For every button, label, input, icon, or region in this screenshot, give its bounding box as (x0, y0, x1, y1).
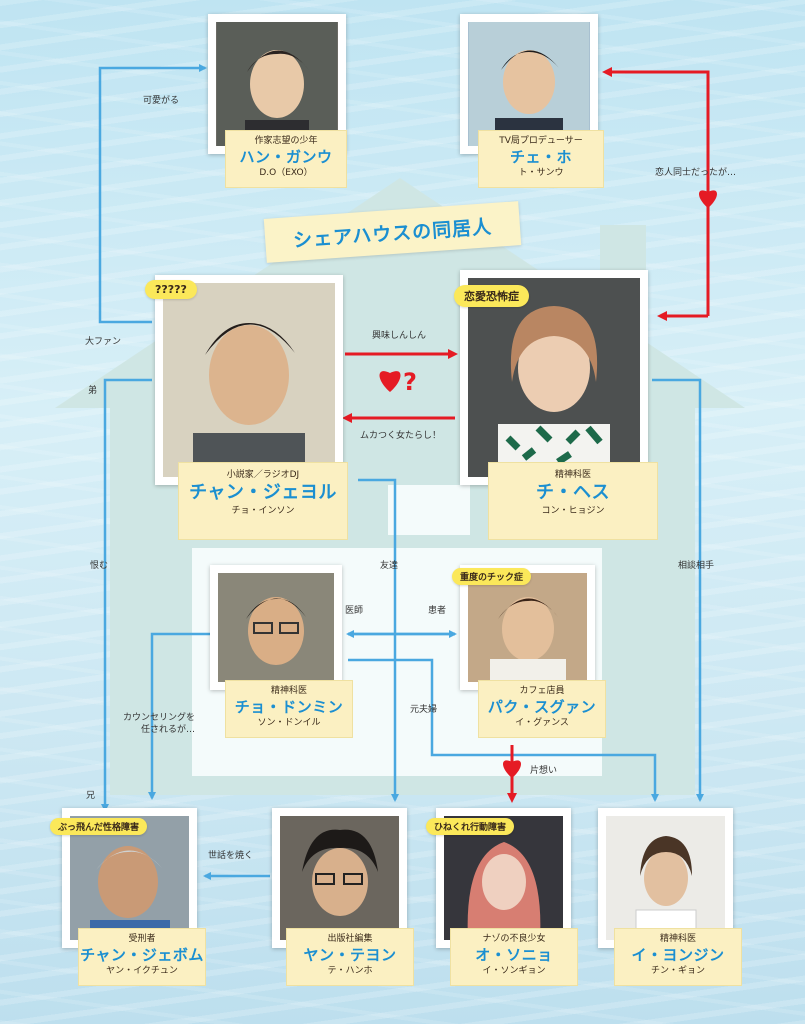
character-photo (468, 573, 587, 682)
character-name: チャン・ジェボム (80, 946, 204, 964)
character-name: オ・ソニョ (475, 946, 553, 964)
relation-label: 相談相手 (678, 561, 715, 571)
relation-label: 大ファン (85, 337, 122, 347)
character-card-taeyong (272, 808, 407, 948)
character-tag: ????? (145, 280, 197, 299)
character-actor: イ・グァンス (515, 718, 569, 728)
character-actor: D.O（EXO） (259, 168, 313, 178)
relation-label: 興味しんしん (372, 331, 427, 341)
character-actor: ソン・ドンイル (257, 718, 321, 728)
character-name: チェ・ホ (509, 148, 572, 166)
character-role: TV局プロデューサー (499, 136, 583, 146)
character-tag: 恋愛恐怖症 (454, 285, 529, 307)
character-actor: チョ・インソン (231, 506, 295, 516)
character-name: ヤン・テヨン (303, 946, 397, 964)
relation-label: 患者 (428, 606, 447, 616)
character-role: 精神科医 (270, 686, 307, 696)
character-name: パク・スグァン (487, 698, 597, 716)
character-photo (468, 278, 640, 477)
character-name: イ・ヨンジン (631, 946, 725, 964)
character-role: 出版社編集 (327, 934, 373, 944)
relation-label: 医師 (345, 606, 364, 616)
character-photo (216, 22, 338, 146)
character-actor: ト・サンウ (518, 168, 564, 178)
character-photo (280, 816, 399, 940)
character-name: チャン・ジェヨル (189, 482, 337, 503)
character-label: 作家志望の少年 ハン・ガンウ D.O（EXO） (225, 130, 347, 188)
relation-label: 世話を焼く (208, 851, 254, 861)
character-card-sugwang (460, 565, 595, 690)
character-role: カフェ店員 (519, 686, 565, 696)
relation-label: 弟 (88, 386, 98, 396)
character-photo (218, 573, 334, 682)
character-actor: ヤン・イクチュン (106, 966, 178, 976)
character-name: ハン・ガンウ (239, 148, 333, 166)
character-label: ナゾの不良少女 オ・ソニョ イ・ソンギョン (450, 928, 578, 986)
character-label: 精神科医 チ・ヘス コン・ヒョジン (488, 462, 658, 540)
character-role: 精神科医 (659, 934, 696, 944)
relation-label: 兄 (86, 791, 96, 801)
character-photo (444, 816, 563, 940)
relation-label: 元夫婦 (410, 705, 438, 715)
character-label: 小説家／ラジオDJ チャン・ジェヨル チョ・インソン (178, 462, 348, 540)
character-card-haesu (460, 270, 648, 485)
character-name: チ・ヘス (536, 482, 610, 503)
character-role: 小説家／ラジオDJ (226, 470, 300, 480)
relation-label: 片想い (530, 766, 558, 776)
character-photo (163, 283, 335, 477)
character-photo (70, 816, 189, 940)
character-label: カフェ店員 パク・スグァン イ・グァンス (478, 680, 606, 738)
character-role: 作家志望の少年 (254, 136, 318, 146)
character-card-dongmin (210, 565, 342, 690)
character-role: 精神科医 (554, 470, 591, 480)
house-window (388, 485, 470, 535)
character-role: ナゾの不良少女 (482, 934, 546, 944)
relation-label: 可愛がる (143, 96, 180, 106)
character-tag: ひねくれ行動障害 (426, 818, 515, 835)
character-card-jaeyeol (155, 275, 343, 485)
relation-label: 恋人同士だったが… (655, 168, 737, 178)
character-photo (606, 816, 725, 940)
character-label: 受刑者 チャン・ジェボム ヤン・イクチュン (78, 928, 206, 986)
character-card-yeongjin (598, 808, 733, 948)
relation-label: カウンセリングを 任されるが… (123, 713, 196, 735)
character-actor: イ・ソンギョン (482, 966, 546, 976)
character-actor: テ・ハンホ (327, 966, 373, 976)
relation-label: ムカつく女たらし！ (360, 431, 442, 441)
character-name: チョ・ドンミン (234, 698, 344, 716)
character-actor: コン・ヒョジン (541, 506, 605, 516)
character-role: 受刑者 (128, 934, 156, 944)
relation-label: 友達 (380, 561, 399, 571)
character-label: 精神科医 イ・ヨンジン チン・ギョン (614, 928, 742, 986)
character-tag: 重度のチック症 (452, 568, 532, 585)
character-label: TV局プロデューサー チェ・ホ ト・サンウ (478, 130, 604, 188)
character-label: 出版社編集 ヤン・テヨン テ・ハンホ (286, 928, 414, 986)
character-photo (468, 22, 590, 146)
character-tag: ぶっ飛んだ性格障害 (50, 818, 148, 835)
character-label: 精神科医 チョ・ドンミン ソン・ドンイル (225, 680, 353, 738)
relation-label: 恨む (90, 561, 109, 571)
question-mark: ? (403, 368, 417, 396)
character-actor: チン・ギョン (650, 966, 705, 976)
